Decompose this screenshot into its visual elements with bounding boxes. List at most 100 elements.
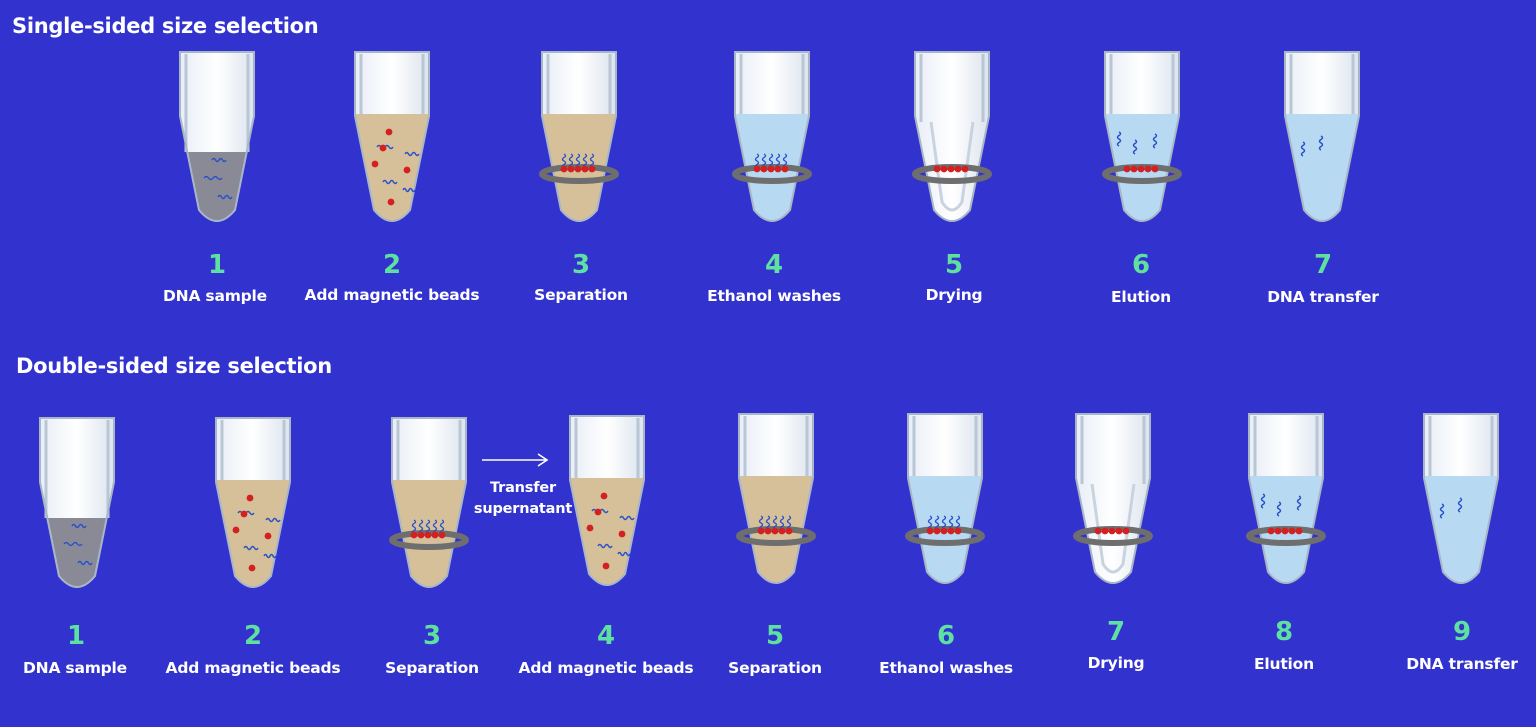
dna-strand-icon [243,545,259,551]
magnetic-bead-icon [385,128,393,136]
dna-strand-icon [754,153,760,169]
magnetic-bead-icon [588,165,596,173]
dna-strand-icon [941,515,947,531]
magnetic-bead-icon [940,165,948,173]
magnetic-bead-icon [581,165,589,173]
dna-strand-icon [582,153,588,169]
arrow-right-icon [482,453,549,467]
step-label: DNA sample [163,287,267,305]
dna-strand-icon [1276,501,1282,517]
step-number: 3 [571,250,591,280]
dna-strand-icon [775,153,781,169]
magnetic-bead-icon [1108,527,1116,535]
magnetic-bead-icon [764,527,772,535]
tube-double-step-7 [1068,413,1158,594]
dna-strand-icon [404,151,420,157]
step-number: 2 [382,250,402,280]
dna-strand-icon [263,553,277,559]
step-number: 4 [596,621,616,651]
magnetic-bead-icon [933,527,941,535]
magnetic-bead-icon [1123,165,1131,173]
dna-strand-icon [761,153,767,169]
dna-strand-icon [425,519,431,535]
step-label: Add magnetic beads [304,286,480,304]
dna-strand-icon [1152,133,1158,149]
dna-strand-icon [71,523,87,529]
microcentrifuge-tube-icon [539,51,619,222]
magnetic-bead-icon [757,527,765,535]
microcentrifuge-tube-icon [1284,51,1360,222]
tube-single-step-3 [534,51,624,232]
step-label: DNA transfer [1267,288,1379,306]
step-number: 9 [1452,617,1472,647]
dna-strand-icon [382,179,398,185]
magnetic-bead-icon [264,532,272,540]
magnetic-bead-icon [753,165,761,173]
microcentrifuge-tube-icon [1102,51,1182,222]
tube-double-step-9 [1416,413,1506,594]
magnetic-bead-icon [379,144,387,152]
magnetic-bead-icon [574,165,582,173]
step-label: Drying [925,286,983,304]
magnetic-bead-icon [774,165,782,173]
magnetic-bead-icon [926,527,934,535]
dna-strand-icon [1318,135,1324,151]
magnetic-bead-icon [424,531,432,539]
magnetic-bead-icon [767,165,775,173]
dna-strand-icon [1116,131,1122,147]
microcentrifuge-tube-icon [215,417,291,588]
microcentrifuge-tube-icon [569,415,645,586]
microcentrifuge-tube-icon [905,413,985,584]
magnetic-bead-icon [594,508,602,516]
microcentrifuge-tube-icon [912,51,992,222]
dna-strand-icon [617,551,631,557]
dna-strand-icon [265,517,281,523]
magnetic-bead-icon [781,165,789,173]
dna-strand-icon [77,560,93,566]
magnetic-bead-icon [403,166,411,174]
microcentrifuge-tube-icon [1073,413,1153,584]
step-number: 6 [1131,250,1151,280]
step-label: Ethanol washes [879,659,1013,677]
tube-double-step-4 [562,415,652,596]
tube-single-step-2 [347,51,437,232]
magnetic-bead-icon [248,564,256,572]
step-number: 1 [66,621,86,651]
dna-strand-icon [63,541,83,547]
magnetic-bead-icon [371,160,379,168]
microcentrifuge-tube-icon [389,417,469,588]
dna-strand-icon [217,194,233,200]
dna-strand-icon [619,515,635,521]
step-label: Elution [1111,288,1171,306]
dna-strand-icon [575,153,581,169]
step-number: 5 [765,621,785,651]
tube-double-step-6 [900,413,990,594]
step-label: Separation [728,659,822,677]
dna-strand-icon [418,519,424,535]
step-number: 5 [944,250,964,280]
step-label: DNA transfer [1406,655,1518,673]
magnetic-bead-icon [246,494,254,502]
dna-strand-icon [1439,503,1445,519]
dna-strand-icon [211,157,227,163]
step-number: 7 [1313,250,1333,280]
dna-strand-icon [934,515,940,531]
magnetic-bead-icon [1151,165,1159,173]
dna-strand-icon [203,175,223,181]
dna-strand-icon [1296,495,1302,511]
magnetic-bead-icon [1122,527,1130,535]
tube-single-step-4 [727,51,817,232]
magnetic-bead-icon [778,527,786,535]
dna-strand-icon [765,515,771,531]
step-number: 2 [243,621,263,651]
dna-strand-icon [779,515,785,531]
step-label: Add magnetic beads [165,659,341,677]
dna-strand-icon [927,515,933,531]
step-number: 3 [422,621,442,651]
magnetic-bead-icon [1274,527,1282,535]
magnetic-bead-icon [1295,527,1303,535]
microcentrifuge-tube-icon [39,417,115,588]
step-label: Ethanol washes [707,287,841,305]
magnetic-bead-icon [1094,527,1102,535]
dna-strand-icon [402,187,416,193]
